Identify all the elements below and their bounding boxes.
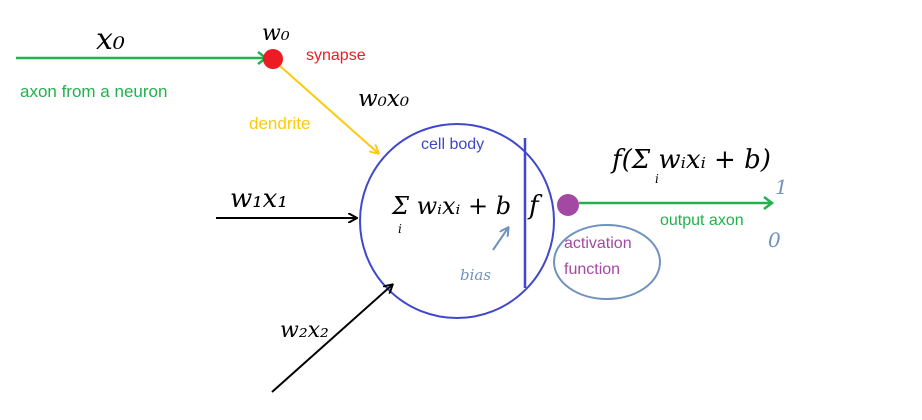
f-symbol: f	[527, 191, 543, 221]
output-zero-label: 0	[768, 228, 781, 252]
sum-expression: Σ wᵢxᵢ + b	[391, 192, 511, 220]
w0-label: w₀	[262, 21, 290, 46]
cell-body-label: cell body	[421, 136, 484, 153]
dendrite-label: dendrite	[249, 114, 310, 133]
sum-index: i	[398, 222, 402, 236]
synapse-dot	[263, 49, 283, 69]
output-axon-label: output axon	[660, 212, 744, 229]
w1x1-label: w₁x₁	[230, 184, 288, 214]
activation-dot	[557, 194, 579, 216]
w2x2-input-arrow	[271, 285, 392, 393]
dendrite-arrow	[279, 65, 378, 153]
activation-function-outline	[553, 224, 661, 300]
synapse-label: synapse	[306, 47, 366, 64]
output-axon-arrowhead	[763, 196, 775, 210]
output-sum-index: i	[655, 172, 659, 186]
output-expression: f(Σ wᵢxᵢ + b)	[610, 145, 771, 175]
activation-label-line1: activation	[564, 235, 632, 252]
activation-label-line2: function	[564, 261, 620, 278]
cell-body-circle	[359, 123, 555, 319]
bias-label: bias	[460, 266, 491, 284]
bias-arrow	[492, 228, 508, 251]
output-one-label: 1	[775, 175, 788, 199]
w2x2-label: w₂x₂	[280, 318, 329, 343]
w0x0-label: w₀x₀	[358, 86, 409, 112]
axon-from-neuron-label: axon from a neuron	[20, 82, 167, 101]
x0-label: x₀	[96, 22, 125, 57]
